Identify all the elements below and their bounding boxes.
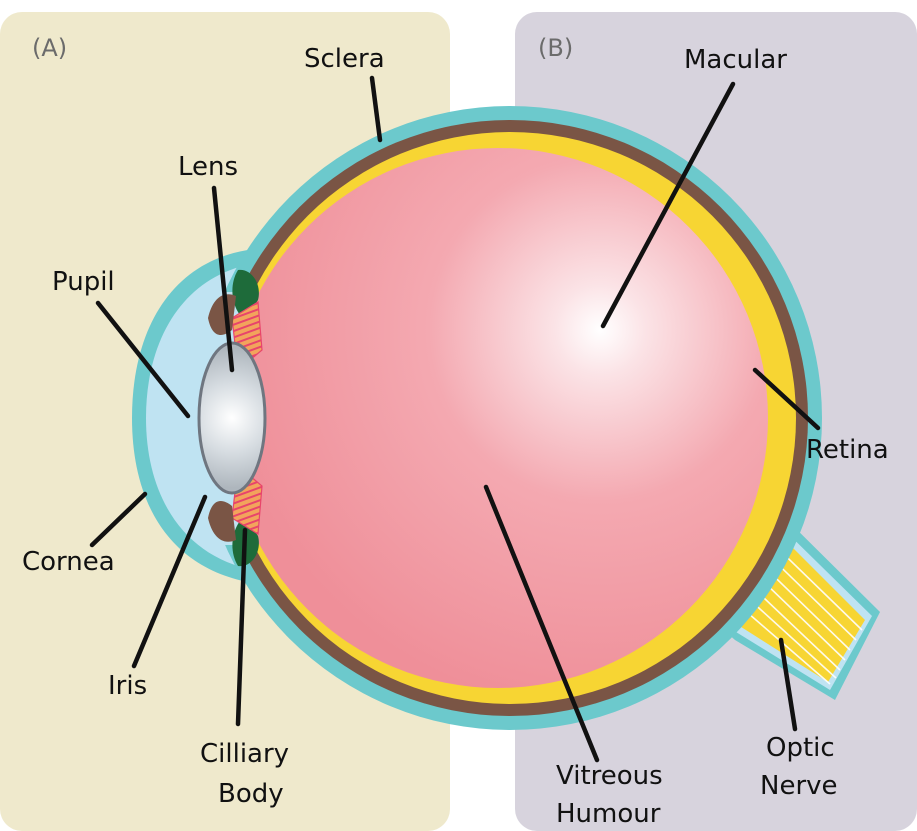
- panel-a-label: (A): [32, 34, 67, 62]
- optic-nerve-label-line2: Nerve: [760, 771, 838, 801]
- pupil-label: Pupil: [52, 267, 115, 297]
- ciliary-body-label-line1: Cilliary: [200, 739, 289, 769]
- vitreous-label-line2: Humour: [556, 799, 661, 829]
- panel-b-label: (B): [538, 34, 573, 62]
- iris-label: Iris: [108, 671, 147, 701]
- ciliary-body-label-line2: Body: [218, 779, 284, 809]
- vitreous-label-line1: Vitreous: [556, 761, 663, 791]
- vitreous-humour: [228, 148, 768, 688]
- cornea-label: Cornea: [22, 547, 115, 577]
- lens-label: Lens: [178, 152, 238, 182]
- optic-nerve-label-line1: Optic: [766, 733, 835, 763]
- sclera-label: Sclera: [304, 44, 385, 74]
- macular-label: Macular: [684, 45, 787, 75]
- retina-label: Retina: [806, 435, 889, 465]
